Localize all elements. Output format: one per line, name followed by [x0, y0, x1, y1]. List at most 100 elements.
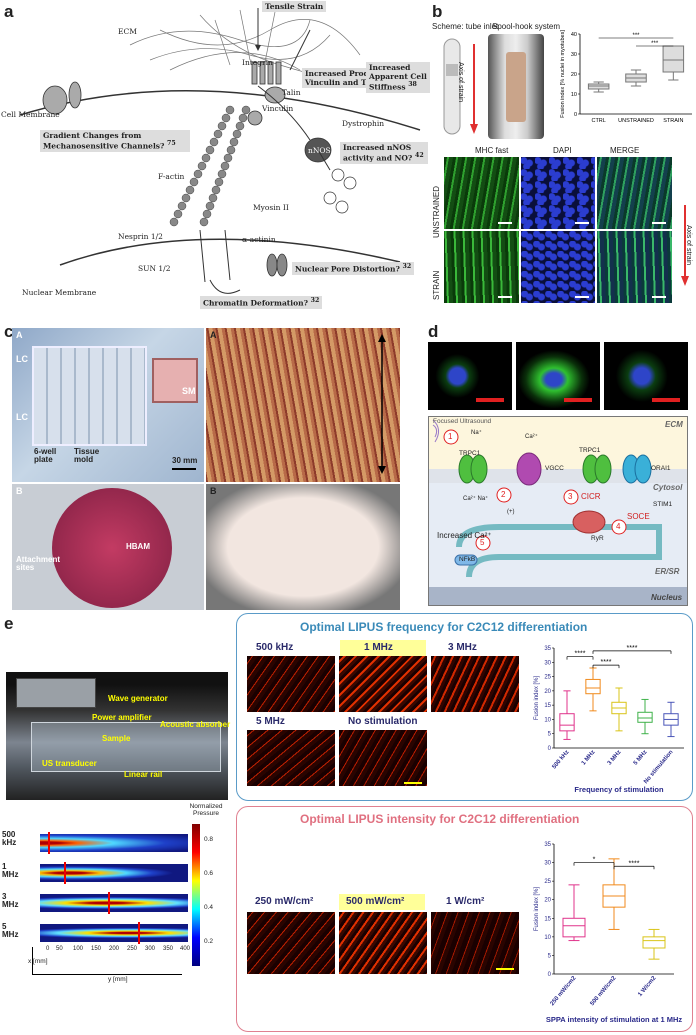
freq-500khz-label: 500 kHz	[256, 642, 294, 653]
er-sr-label: ER/SR	[655, 567, 680, 576]
int-250-label: 250 mW/cm²	[255, 896, 314, 907]
row-strain-label: STRAIN	[432, 270, 441, 300]
us-transducer-label: US transducer	[42, 759, 97, 768]
heat-x-ticks: 0 50 100 150 200 250 300 350 400	[46, 946, 191, 952]
heat-strip-1	[40, 834, 188, 852]
sun-label: SUN 1/2	[138, 264, 171, 273]
int-500-label-bg	[339, 894, 425, 910]
x-tick-label: No stimulation	[643, 749, 675, 785]
tensile-strain-label: Tensile Strain	[262, 1, 327, 12]
col-mhc-label: MHC fast	[475, 146, 509, 155]
tube-scheme	[443, 38, 478, 135]
box-0	[587, 81, 610, 93]
normalized-pressure-label: Normalized Pressure	[189, 803, 223, 817]
orai1-label: ORAI1	[651, 465, 671, 472]
scheme-label: Scheme: tube inlet	[432, 22, 499, 31]
freq-3mhz-label: 3 MHz	[448, 642, 477, 653]
freq-5mhz-label: 5 MHz	[256, 716, 285, 727]
box-0	[559, 690, 575, 740]
panel-c: c A LC LC SM 6-well plate Tissue mold 30…	[0, 320, 400, 610]
heat-row-label-3: 3 MHz	[2, 892, 19, 909]
x-tick-label: 1 MHz	[581, 749, 597, 766]
plus-label: (+)	[507, 509, 515, 515]
sig-label: ****	[601, 659, 612, 666]
vinculin-label: Vinculin	[262, 104, 294, 113]
spool-photo	[488, 34, 544, 139]
int-img-1w	[431, 912, 519, 974]
y-tick-label: 15	[544, 916, 551, 922]
sig-label: ***	[632, 33, 640, 39]
step-2: 2	[501, 490, 506, 499]
heat-row-label-4: 5 MHz	[2, 922, 19, 939]
question-channels: Gradient Changes from Mechanosensitive C…	[40, 130, 190, 152]
cbar-tick-4: 0.2	[204, 938, 214, 945]
axis-strain-label-top: Axis of strain	[457, 62, 464, 103]
frequency-title: Optimal LIPUS frequency for C2C12 differ…	[300, 620, 588, 634]
freq-img-3mhz	[431, 656, 519, 712]
panel-label-e: e	[4, 614, 14, 633]
question-nnos: Increased nNOS activity and NO? 42	[340, 142, 428, 164]
heat-strip-4	[40, 924, 188, 942]
x-axis-label: Frequency of stimulation	[574, 785, 664, 794]
y-tick-label: 15	[544, 703, 551, 709]
heat-ylabel: x [mm]	[28, 958, 48, 965]
y-tick-label: 40	[571, 32, 577, 38]
cell-image-1	[428, 342, 512, 410]
lipus-setup-photo	[6, 672, 228, 800]
y-tick-label: 0	[548, 972, 552, 978]
lc-top-label: LC	[16, 354, 28, 364]
panel-label-c: c	[4, 322, 14, 341]
x-tick-label: 3 MHz	[607, 749, 623, 766]
integrin-label: Integrin	[242, 58, 273, 67]
x-tick-label: 500 kHz	[552, 749, 571, 770]
panel-a: a	[0, 0, 430, 310]
freq-1mhz-label: 1 MHz	[364, 642, 393, 653]
panel-d: d Focused Ultrasound ECM Cytosol ER/SR N…	[420, 320, 696, 610]
f-actin-label: F-actin	[158, 172, 185, 181]
sig-label: ****	[629, 860, 640, 867]
x-tick-label: STRAIN	[663, 118, 683, 124]
sig-label: ****	[575, 651, 586, 658]
ca-na-label: Ca²⁺ Na⁺	[463, 496, 489, 502]
dapi-strain-image	[521, 231, 595, 303]
cbar-tick-3: 0.4	[204, 904, 214, 911]
x-tick-label: 1 W/cm2	[637, 975, 658, 998]
mhc-unstrained-image	[444, 157, 519, 229]
sm-label: SM	[182, 386, 196, 396]
wave-generator-label: Wave generator	[108, 694, 168, 703]
box-2	[611, 687, 627, 732]
step-3: 3	[568, 492, 573, 501]
nucleus-label: Nucleus	[651, 593, 683, 602]
panel-label-a: a	[4, 2, 14, 21]
ecm-label: ECM	[118, 27, 137, 36]
well-photo	[12, 484, 204, 610]
cicr-label: CICR	[581, 492, 601, 501]
sub-b-label: B	[16, 486, 23, 496]
y-tick-label: 20	[544, 689, 551, 695]
y-tick-label: 10	[571, 92, 577, 98]
box-1	[585, 667, 601, 712]
na-label: Na⁺	[471, 430, 482, 436]
cbar-tick-2: 0.6	[204, 870, 214, 877]
lc-bottom-label: LC	[16, 412, 28, 422]
heat-strip-2	[40, 864, 188, 882]
hbam-label: HBAM	[126, 542, 150, 551]
y-tick-label: 20	[571, 72, 577, 78]
box-2	[642, 928, 666, 960]
int-1w-label: 1 W/cm²	[446, 896, 485, 907]
intensity-title: Optimal LIPUS intensity for C2C12 differ…	[300, 812, 580, 826]
freq-img-500khz	[247, 656, 335, 712]
col-merge-label: MERGE	[610, 146, 640, 155]
hist-sub-b: B	[210, 486, 217, 496]
box-1	[602, 858, 626, 930]
histology-bottom	[206, 484, 400, 610]
y-tick-label: 0	[574, 112, 577, 118]
ryr-label: RyR	[591, 535, 604, 542]
acoustic-absorber-label: Acoustic absorber	[160, 720, 231, 729]
trpc1-left-label: TRPC1	[459, 450, 481, 457]
myosin-label: Myosin II	[253, 203, 289, 212]
x-tick-label: CTRL	[591, 118, 605, 124]
y-tick-label: 30	[571, 52, 577, 58]
